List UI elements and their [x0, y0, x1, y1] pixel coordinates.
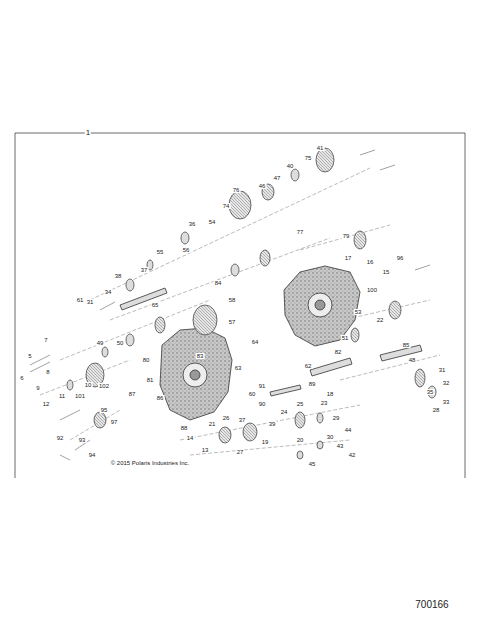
- callout-number: 13: [201, 447, 210, 453]
- fasteners: [30, 150, 430, 460]
- callout-number: 30: [326, 434, 335, 440]
- callout-number: 37: [238, 417, 247, 423]
- drawing-number: 700166: [414, 600, 449, 610]
- callout-number: 28: [432, 407, 441, 413]
- callout-number: 21: [208, 421, 217, 427]
- callout-number: 57: [228, 319, 237, 325]
- callout-number: 74: [222, 203, 231, 209]
- callout-number: 33: [442, 399, 451, 405]
- gears: [67, 148, 436, 459]
- callout-number: 65: [151, 302, 160, 308]
- callout-number: 6: [19, 375, 24, 381]
- callout-number: 24: [280, 409, 289, 415]
- callout-number: 62: [304, 363, 313, 369]
- callout-number: 14: [186, 435, 195, 441]
- callout-number: 19: [261, 439, 270, 445]
- callout-number: 89: [308, 381, 317, 387]
- callout-number: 43: [336, 443, 345, 449]
- callout-number: 12: [42, 401, 51, 407]
- callout-number: 29: [332, 415, 341, 421]
- callout-number: 5: [27, 353, 32, 359]
- callout-number: 84: [214, 280, 223, 286]
- callout-number: 75: [304, 155, 313, 161]
- callout-number: 53: [354, 309, 363, 315]
- callout-number: 23: [320, 400, 329, 406]
- callout-number: 97: [110, 419, 119, 425]
- callout-number: 79: [342, 233, 351, 239]
- shafts: [120, 288, 422, 396]
- callout-number: 22: [376, 317, 385, 323]
- callout-number: 9: [35, 385, 40, 391]
- group-bracket: [15, 133, 465, 478]
- callout-number: 55: [156, 249, 165, 255]
- copyright-note: © 2015 Polaris Industries Inc.: [110, 460, 190, 466]
- callout-number: 10: [84, 382, 93, 388]
- callout-number: 93: [78, 437, 87, 443]
- callout-number: 102: [98, 383, 110, 389]
- callout-number: 1: [85, 129, 91, 137]
- callout-number: 40: [286, 163, 295, 169]
- callout-number: 25: [296, 401, 305, 407]
- callout-number: 63: [234, 365, 243, 371]
- callout-number: 76: [232, 187, 241, 193]
- callout-number: 34: [104, 289, 113, 295]
- callout-number: 42: [348, 452, 357, 458]
- callout-number: 60: [248, 391, 257, 397]
- callout-number: 56: [182, 247, 191, 253]
- callout-number: 20: [296, 437, 305, 443]
- callout-number: 36: [188, 221, 197, 227]
- callout-number: 46: [258, 183, 267, 189]
- callout-number: 31: [86, 299, 95, 305]
- callout-number: 31: [438, 367, 447, 373]
- callout-number: 48: [408, 357, 417, 363]
- callout-number: 37: [140, 267, 149, 273]
- callout-number: 16: [366, 259, 375, 265]
- callout-number: 44: [344, 427, 353, 433]
- callout-number: 96: [396, 255, 405, 261]
- callout-number: 39: [268, 421, 277, 427]
- callout-number: 86: [156, 395, 165, 401]
- callout-number: 82: [334, 349, 343, 355]
- callout-number: 27: [236, 449, 245, 455]
- axis-lines: [40, 168, 440, 455]
- callout-number: 51: [341, 335, 350, 341]
- callout-number: 100: [366, 287, 378, 293]
- callout-number: 47: [273, 175, 282, 181]
- callout-number: 87: [128, 391, 137, 397]
- callout-number: 83: [196, 353, 205, 359]
- callout-number: 49: [96, 340, 105, 346]
- callout-number: 92: [56, 435, 65, 441]
- callout-number: 58: [228, 297, 237, 303]
- callout-number: 80: [142, 357, 151, 363]
- callout-number: 54: [208, 219, 217, 225]
- callout-number: 26: [222, 415, 231, 421]
- callout-number: 50: [116, 340, 125, 346]
- callout-number: 35: [426, 389, 435, 395]
- callout-number: 101: [74, 393, 86, 399]
- callout-number: 11: [58, 393, 66, 399]
- callout-number: 77: [296, 229, 305, 235]
- callout-number: 45: [308, 461, 317, 467]
- callout-number: 88: [180, 425, 189, 431]
- callout-number: 7: [43, 337, 48, 343]
- housing: [160, 266, 360, 420]
- callout-number: 81: [146, 377, 155, 383]
- callout-number: 94: [88, 452, 97, 458]
- callout-number: 8: [45, 369, 50, 375]
- callout-number: 41: [316, 145, 325, 151]
- callout-number: 85: [402, 342, 411, 348]
- callout-number: 17: [344, 255, 353, 261]
- callout-number: 64: [251, 339, 260, 345]
- callout-number: 61: [76, 297, 85, 303]
- callout-number: 91: [258, 383, 267, 389]
- callout-number: 32: [442, 380, 451, 386]
- callout-number: 95: [100, 407, 109, 413]
- callout-number: 18: [326, 391, 335, 397]
- callout-number: 90: [258, 401, 267, 407]
- callout-number: 38: [114, 273, 123, 279]
- callout-number: 15: [382, 269, 391, 275]
